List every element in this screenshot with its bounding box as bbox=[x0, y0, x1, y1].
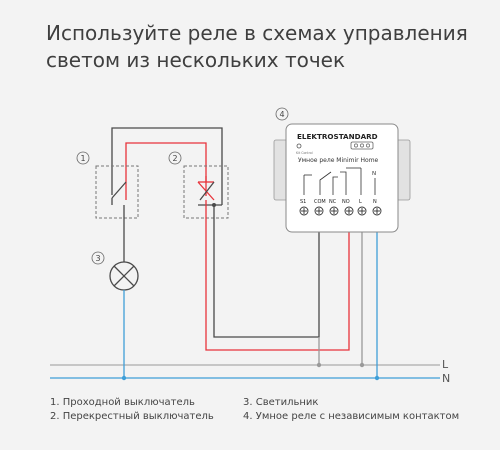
relay-brand: ELEKTROSTANDARD bbox=[297, 132, 378, 141]
relay-model: Умное реле Minimir Home bbox=[298, 157, 379, 164]
label-n: N bbox=[442, 372, 450, 385]
terminal-screw-s1 bbox=[299, 206, 309, 216]
terminal-screw-n bbox=[372, 206, 382, 216]
legend-item-1: 1. Проходной выключатель bbox=[50, 397, 195, 408]
marker-2-label: 2 bbox=[173, 154, 178, 163]
wire-red-relay bbox=[205, 212, 350, 351]
terminal-screw-nc bbox=[329, 206, 339, 216]
marker-4-label: 4 bbox=[280, 110, 285, 119]
legend-item-3: 3. Светильник bbox=[243, 397, 319, 408]
marker-3-label: 3 bbox=[96, 254, 101, 263]
relay-int-com bbox=[319, 171, 332, 195]
legend-right: 3. Светильник 4. Умное реле с независимы… bbox=[243, 396, 459, 424]
terminal-screw-l bbox=[357, 206, 367, 216]
legend-item-2: 2. Перекрестный выключатель bbox=[50, 411, 214, 422]
relay-button-1 bbox=[354, 143, 358, 148]
marker-1-label: 1 bbox=[81, 154, 86, 163]
title-line-1: Используйте реле в схемах управления bbox=[46, 21, 468, 45]
relay-led bbox=[296, 143, 302, 149]
relay-button-3 bbox=[366, 143, 370, 148]
marker-1: 1 bbox=[76, 151, 90, 165]
terminal-label-s1: S1 bbox=[300, 199, 306, 205]
marker-4: 4 bbox=[275, 107, 289, 121]
page-title: Используйте реле в схемах управления све… bbox=[46, 20, 468, 74]
marker-2: 2 bbox=[168, 151, 182, 165]
terminal-label-nc: NC bbox=[329, 199, 337, 205]
relay-body bbox=[285, 123, 399, 233]
node-relay-l bbox=[359, 362, 365, 368]
relay-terminals bbox=[299, 206, 382, 216]
terminal-label-com: COM bbox=[314, 199, 326, 205]
terminal-label-n: N bbox=[373, 199, 377, 205]
legend-item-4: 4. Умное реле с независимым контактом bbox=[243, 411, 460, 422]
switch-2-cross-a bbox=[197, 181, 215, 201]
switch-1-contact bbox=[111, 181, 127, 199]
lamp-cross-2 bbox=[113, 265, 135, 287]
wire-red-traveler bbox=[125, 142, 207, 196]
marker-3: 3 bbox=[91, 251, 105, 265]
switch-1-box bbox=[95, 165, 139, 219]
terminal-label-no: NO bbox=[342, 199, 350, 205]
wire-gray-top bbox=[111, 127, 223, 196]
relay-top-n: N bbox=[372, 171, 376, 177]
relay-button-2 bbox=[360, 143, 364, 148]
relay-int-no bbox=[340, 171, 347, 195]
node-lamp-n bbox=[121, 375, 127, 381]
legend-left: 1. Проходной выключатель 2. Перекрестный… bbox=[50, 396, 214, 424]
relay-terminal-labels: S1 COM NC NO L N bbox=[300, 199, 377, 205]
relay-int-nc bbox=[332, 176, 338, 195]
title-line-2: светом из нескольких точек bbox=[46, 48, 346, 72]
terminal-screw-com bbox=[314, 206, 324, 216]
wire-gray-relay bbox=[213, 205, 320, 338]
switch-2-cross-b bbox=[199, 181, 215, 201]
node-relay-n bbox=[374, 375, 380, 381]
label-l: L bbox=[442, 358, 449, 371]
terminal-label-l: L bbox=[359, 199, 362, 205]
relay-small-text: Kit Control bbox=[296, 151, 313, 155]
terminal-screw-no bbox=[344, 206, 354, 216]
